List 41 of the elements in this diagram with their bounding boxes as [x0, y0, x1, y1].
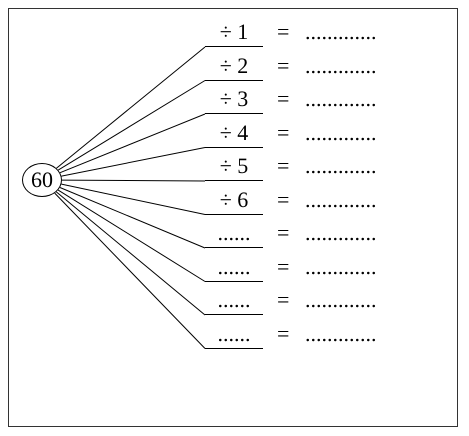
- equals-sign: =: [277, 153, 290, 179]
- answer-dots: .............: [305, 220, 376, 246]
- division-blank: ......: [205, 254, 263, 282]
- equals-sign: =: [277, 120, 290, 146]
- answer-dots: .............: [305, 287, 376, 313]
- equals-sign: =: [277, 254, 290, 280]
- division-blank: ÷ 3: [205, 86, 263, 114]
- connector-line: [60, 147, 206, 177]
- connector-line: [60, 114, 206, 174]
- answer-dots: .............: [305, 254, 376, 280]
- connector-line: [56, 46, 206, 169]
- equals-sign: =: [277, 220, 290, 246]
- equals-sign: =: [277, 52, 290, 78]
- answer-dots: .............: [305, 120, 376, 146]
- division-blank: ÷ 2: [205, 52, 263, 80]
- answer-dots: .............: [305, 186, 376, 212]
- division-blank: ......: [205, 320, 263, 348]
- connector-line: [62, 180, 206, 182]
- number-circle: 60: [22, 163, 62, 197]
- answer-dots: .............: [305, 19, 376, 45]
- connector-line: [59, 187, 206, 248]
- equals-sign: =: [277, 320, 290, 346]
- division-blank: ......: [205, 220, 263, 248]
- equals-sign: =: [277, 19, 290, 45]
- answer-dots: .............: [305, 52, 376, 78]
- division-blank: ÷ 5: [205, 153, 263, 181]
- connector-line: [60, 184, 206, 215]
- answer-dots: .............: [305, 86, 376, 112]
- equals-sign: =: [277, 287, 290, 313]
- connector-line: [56, 191, 206, 316]
- connector-line: [58, 80, 206, 171]
- division-blank: ÷ 4: [205, 120, 263, 148]
- division-blank: ......: [205, 287, 263, 315]
- equals-sign: =: [277, 86, 290, 112]
- answer-dots: .............: [305, 153, 376, 179]
- connector-line: [54, 192, 206, 349]
- division-blank: ÷ 6: [205, 186, 263, 214]
- connector-line: [58, 190, 206, 282]
- equals-sign: =: [277, 186, 290, 212]
- division-blank: ÷ 1: [205, 19, 263, 47]
- answer-dots: .............: [305, 320, 376, 346]
